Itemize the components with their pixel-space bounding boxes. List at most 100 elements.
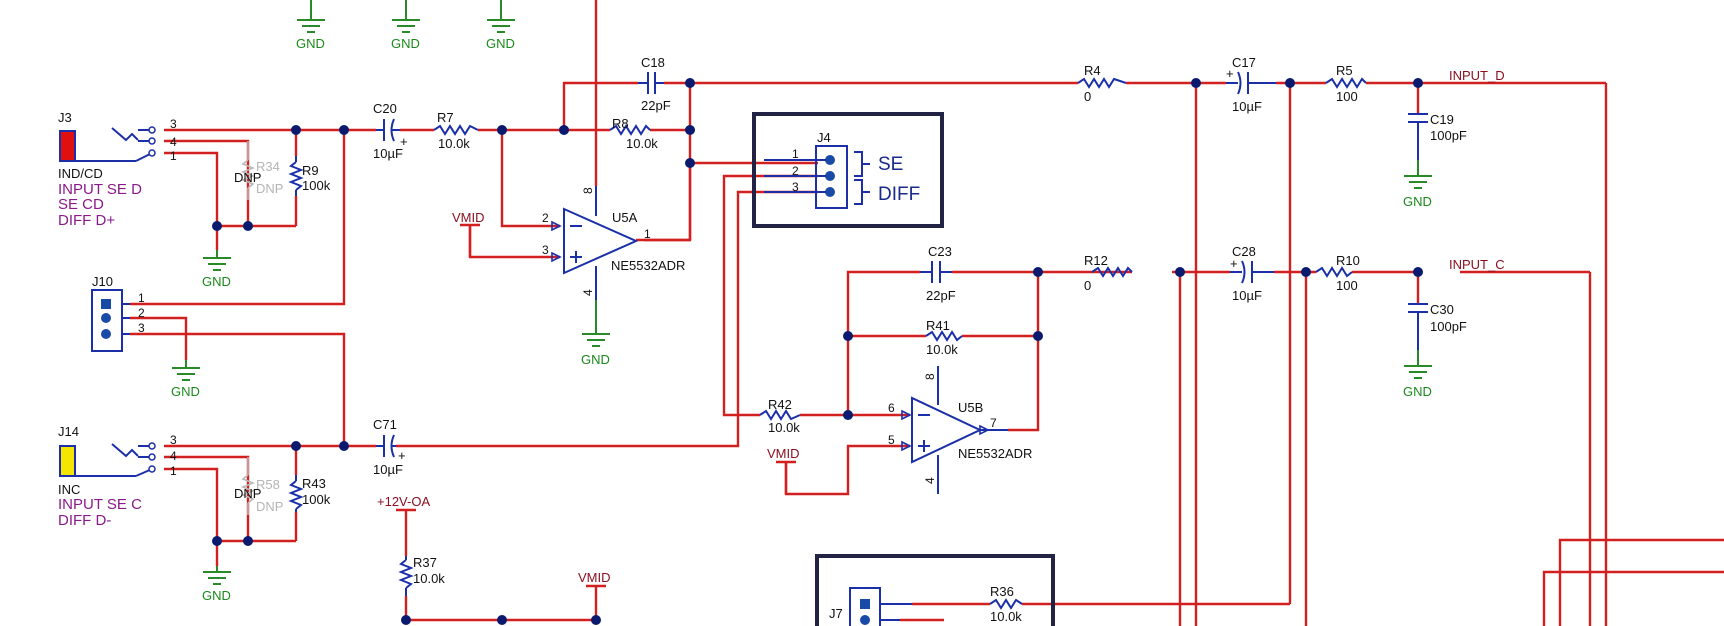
- r41-value: 10.0k: [926, 342, 958, 357]
- r4-value: 0: [1084, 89, 1091, 104]
- svg-text:+: +: [400, 134, 408, 149]
- r34-ref: R34: [256, 159, 280, 174]
- r4-ref: R4: [1084, 63, 1101, 78]
- c30-value: 100pF: [1430, 319, 1467, 334]
- c23-value: 22pF: [926, 288, 956, 303]
- j3-ref: J3: [58, 110, 72, 125]
- resistor-r43[interactable]: R43 100k: [288, 475, 331, 512]
- u5b-ref: U5B: [958, 400, 983, 415]
- j4-se-label: SE: [878, 154, 903, 175]
- gnd-label: GND: [202, 274, 231, 289]
- resistor-r34-dnp[interactable]: R34 DNP DNP: [234, 141, 283, 200]
- capacitor-c23[interactable]: C23 22pF: [920, 244, 956, 303]
- c71-ref: C71: [373, 417, 397, 432]
- resistor-r41[interactable]: R41 10.0k: [925, 318, 963, 357]
- j14-pin-1: 1: [170, 464, 177, 478]
- r41-ref: R41: [926, 318, 950, 333]
- connector-j3[interactable]: 3 4 1 J3 IND/CD INPUT SE D SE CD DIFF D+: [58, 110, 177, 229]
- u5a-pin-1: 1: [644, 227, 651, 241]
- gnd-symbol-j14: GND: [202, 566, 231, 603]
- r10-value: 100: [1336, 278, 1358, 293]
- c17-value: 10µF: [1232, 99, 1262, 114]
- u5a-part: NE5532ADR: [611, 258, 685, 273]
- j4-pin-1: 1: [792, 147, 799, 161]
- gnd-label: GND: [171, 384, 200, 399]
- svg-text:+: +: [398, 448, 406, 463]
- u5a-pin-4: 4: [581, 289, 595, 296]
- connector-j4[interactable]: 1 2 3 J4 SE DIFF: [752, 112, 944, 228]
- gnd-label: GND: [486, 36, 515, 51]
- r9-ref: R9: [302, 163, 319, 178]
- capacitor-c19[interactable]: C19 100pF: [1408, 112, 1467, 176]
- j4-diff-label: DIFF: [878, 184, 920, 205]
- j14-pin-4: 4: [170, 449, 177, 463]
- r5-ref: R5: [1336, 63, 1353, 78]
- j14-note-2: DIFF D-: [58, 512, 111, 529]
- resistor-r4[interactable]: R4 0: [1077, 63, 1127, 104]
- resistor-r5[interactable]: R5 100: [1325, 63, 1367, 104]
- gnd-label: GND: [1403, 384, 1432, 399]
- svg-text:+: +: [1230, 256, 1238, 271]
- capacitor-c17[interactable]: + C17 10µF: [1226, 55, 1276, 114]
- u5b-part: NE5532ADR: [958, 446, 1032, 461]
- u5a-pin-8: 8: [581, 187, 595, 194]
- gnd-label: GND: [296, 36, 325, 51]
- j3-pin-4: 4: [170, 135, 177, 149]
- r43-value: 100k: [302, 492, 331, 507]
- resistor-r36[interactable]: R36 10.0k: [989, 584, 1023, 624]
- net-vmid-u5a: VMID: [452, 210, 485, 257]
- connector-j10[interactable]: 1 2 3 J10: [91, 274, 145, 352]
- vmid-label: VMID: [578, 570, 611, 585]
- r8-value: 10.0k: [626, 136, 658, 151]
- vmid-label: VMID: [452, 210, 485, 225]
- j14-note-1: INPUT SE C: [58, 496, 142, 513]
- resistor-r58-dnp[interactable]: R58 DNP DNP: [234, 457, 283, 515]
- c30-ref: C30: [1430, 302, 1454, 317]
- wires: [130, 0, 1724, 626]
- c23-ref: C23: [928, 244, 952, 259]
- r10-ref: R10: [1336, 253, 1360, 268]
- r34-value: DNP: [256, 181, 283, 196]
- resistor-r8[interactable]: R8 10.0k: [609, 116, 658, 151]
- gnd-symbol-c30: GND: [1403, 350, 1432, 399]
- connector-j14[interactable]: 3 4 1 J14 INC INPUT SE C DIFF D-: [58, 424, 177, 529]
- capacitor-c28[interactable]: + C28 10µF: [1230, 244, 1274, 303]
- connector-j7[interactable]: J7: [815, 554, 1055, 626]
- v12-label: +12V-OA: [377, 494, 430, 509]
- opamp-u5b[interactable]: 6 5 7 8 4 U5B NE5532ADR: [888, 366, 1032, 494]
- j14-ref: J14: [58, 424, 79, 439]
- resistor-r10[interactable]: R10 100: [1315, 253, 1360, 293]
- r37-value: 10.0k: [413, 571, 445, 586]
- j7-ref: J7: [829, 606, 843, 621]
- j4-ref: J4: [817, 130, 831, 145]
- j3-pin-3: 3: [170, 117, 177, 131]
- capacitor-c18[interactable]: C18 22pF: [638, 55, 671, 113]
- opamp-u5a[interactable]: 2 3 1 8 4 U5A NE5532ADR: [542, 186, 685, 300]
- resistor-r9[interactable]: R9 100k: [288, 156, 331, 196]
- gnd-symbol-top-3: GND: [486, 0, 515, 51]
- j4-pin-2: 2: [792, 164, 799, 178]
- r37-ref: R37: [413, 555, 437, 570]
- r7-value: 10.0k: [438, 136, 470, 151]
- capacitor-c20[interactable]: + C20 10µF: [373, 101, 408, 161]
- j3-name: IND/CD: [58, 166, 103, 181]
- j10-pin-2: 2: [138, 306, 145, 320]
- resistor-r12[interactable]: R12 0: [1084, 253, 1133, 293]
- gnd-label: GND: [202, 588, 231, 603]
- r42-value: 10.0k: [768, 420, 800, 435]
- gnd-symbol-c19: GND: [1403, 160, 1432, 209]
- r36-value: 10.0k: [990, 609, 1022, 624]
- resistor-r37[interactable]: R37 10.0k: [398, 555, 445, 596]
- r7-ref: R7: [437, 110, 454, 125]
- c20-value: 10µF: [373, 146, 403, 161]
- resistor-r7[interactable]: R7 10.0k: [433, 110, 479, 151]
- r36-ref: R36: [990, 584, 1014, 599]
- c28-ref: C28: [1232, 244, 1256, 259]
- c28-value: 10µF: [1232, 288, 1262, 303]
- u5a-pin-3: 3: [542, 243, 549, 257]
- u5a-pin-2: 2: [542, 211, 549, 225]
- capacitor-c71[interactable]: + C71 10µF: [373, 417, 406, 477]
- capacitor-c30[interactable]: C30 100pF: [1408, 302, 1467, 366]
- resistor-r42[interactable]: R42 10.0k: [759, 397, 801, 435]
